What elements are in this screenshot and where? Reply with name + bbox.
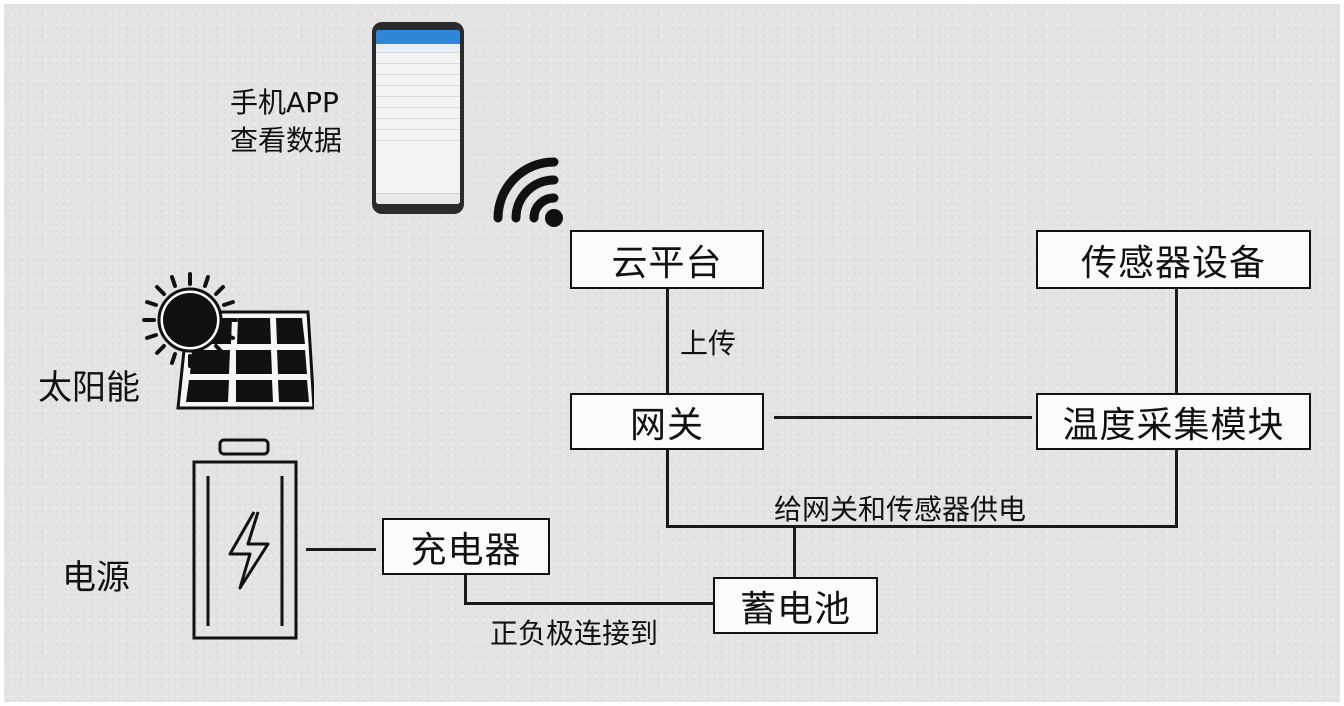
supply-label: 给网关和传感器供电 xyxy=(774,493,1027,526)
cloud-platform-box: 云平台 xyxy=(570,230,764,289)
charger-box: 充电器 xyxy=(382,518,550,575)
module-supply-line xyxy=(1175,450,1178,528)
gateway-label: 网关 xyxy=(629,404,704,446)
temperature-module-label: 温度采集模块 xyxy=(1062,404,1285,446)
battery-label: 蓄电池 xyxy=(739,588,851,630)
connect-label: 正负极连接到 xyxy=(490,617,659,650)
solar-label: 太阳能 xyxy=(38,368,140,408)
power-label: 电源 xyxy=(62,558,130,598)
temperature-module-box: 温度采集模块 xyxy=(1036,393,1311,450)
gateway-box: 网关 xyxy=(570,393,764,450)
cloud-gateway-line xyxy=(666,289,669,394)
charger-drop-line xyxy=(464,575,467,605)
battery-to-charger-line xyxy=(306,548,376,551)
lightning-icon xyxy=(228,511,270,590)
phone-label-line-1: 手机APP xyxy=(230,86,339,119)
cloud-platform-label: 云平台 xyxy=(611,242,723,284)
phone-app-label: 手机APP 查看数据 xyxy=(230,84,342,160)
upload-label: 上传 xyxy=(680,327,737,360)
gateway-module-line xyxy=(774,416,1032,419)
charger-label: 充电器 xyxy=(410,529,522,571)
smartphone-icon xyxy=(372,22,464,214)
battery-box: 蓄电池 xyxy=(713,577,878,634)
supply-bus-line xyxy=(666,525,1178,528)
sun-icon xyxy=(142,272,238,368)
gateway-supply-line xyxy=(666,450,669,528)
sensor-device-label: 传感器设备 xyxy=(1080,242,1266,284)
sensor-module-line xyxy=(1175,289,1178,394)
bus-to-battery-line xyxy=(793,525,796,577)
charger-to-battery-line xyxy=(464,602,714,605)
sensor-device-box: 传感器设备 xyxy=(1036,230,1311,289)
phone-label-line-2: 查看数据 xyxy=(230,124,343,157)
wifi-icon xyxy=(493,157,563,227)
diagram-canvas: 手机APP 查看数据 太阳能 xyxy=(4,4,1340,702)
battery-icon xyxy=(192,438,298,640)
